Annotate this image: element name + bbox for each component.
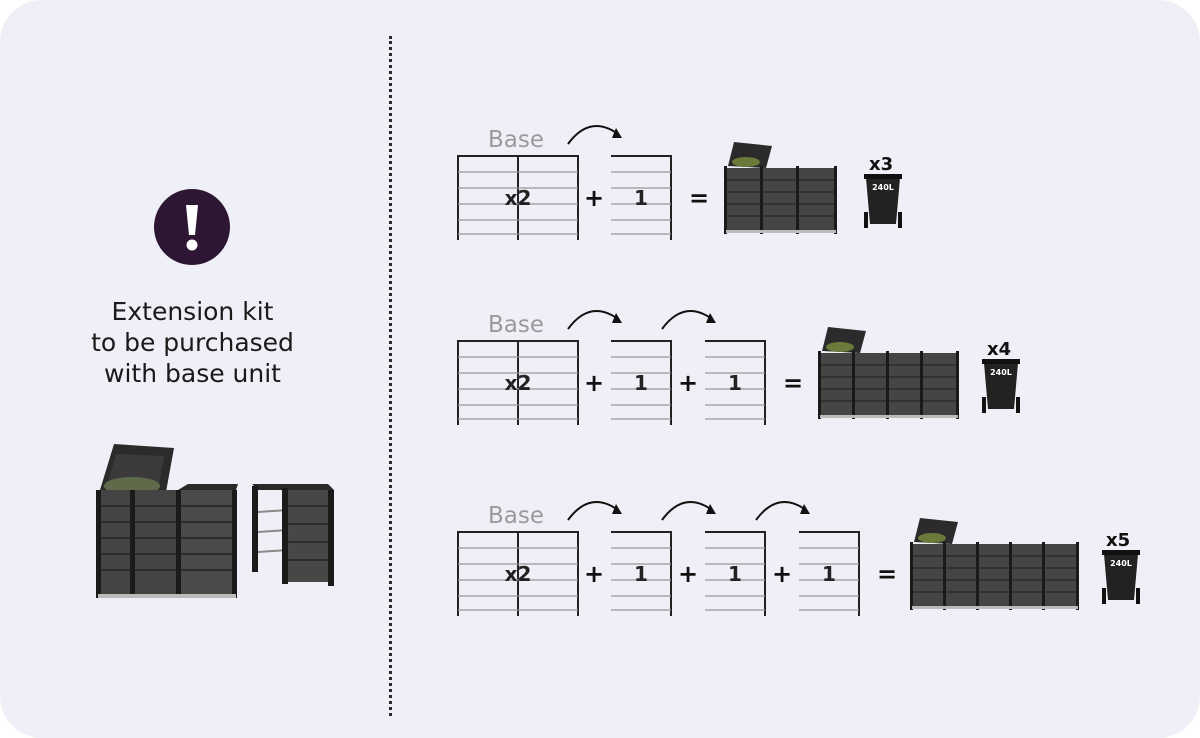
base-value: x2 <box>504 371 532 395</box>
extension-frame <box>252 484 334 586</box>
arrow-icon <box>755 501 807 521</box>
extension-frame-1 <box>611 531 672 616</box>
bin-capacity: 240L <box>1110 559 1132 568</box>
extension-value-1: 1 <box>634 562 648 586</box>
exclamation-icon <box>154 189 230 265</box>
configuration-row-2: Base x2 + 1 + 1 = x4 240L <box>440 305 1180 435</box>
base-value: x2 <box>504 186 532 210</box>
exclamation-glyph <box>186 205 198 251</box>
result-bin-store <box>910 518 1079 610</box>
plus-sign: + <box>772 560 793 588</box>
result-bin-store <box>818 327 959 419</box>
extension-value-2: 1 <box>728 562 742 586</box>
extension-frame-2 <box>705 340 766 425</box>
arrow-icon <box>661 310 713 330</box>
wheelie-bin-icon <box>864 174 902 228</box>
configuration-row-1: Base x2 + 1 = x3 240L <box>440 120 1180 250</box>
extension-value-3: 1 <box>822 562 836 586</box>
arrow-icon <box>567 501 619 521</box>
bin-count: x4 <box>987 339 1012 360</box>
plus-sign: + <box>678 560 699 588</box>
extension-frame-1 <box>611 155 672 240</box>
extension-value-1: 1 <box>634 186 648 210</box>
row-1-drawing <box>457 125 902 240</box>
base-label: Base <box>488 503 545 529</box>
result-bin-store <box>724 142 837 234</box>
base-frame <box>457 155 579 240</box>
double-bin-store <box>96 444 238 598</box>
base-label: Base <box>488 312 545 338</box>
plus-sign: + <box>584 184 605 212</box>
equals-sign: = <box>689 184 710 212</box>
base-frame <box>457 340 579 425</box>
arrow-icon <box>567 310 619 330</box>
plus-sign: + <box>678 369 699 397</box>
bin-capacity: 240L <box>872 183 894 192</box>
base-frame <box>457 531 579 616</box>
row-3-drawing <box>457 501 1140 616</box>
notice-line-3: with base unit <box>104 359 281 388</box>
plus-sign: + <box>584 560 605 588</box>
notice-line-2: to be purchased <box>91 328 294 357</box>
extension-frame-2 <box>705 531 766 616</box>
bin-capacity: 240L <box>990 368 1012 377</box>
base-unit-with-extension-illustration <box>96 444 334 598</box>
wheelie-bin-icon <box>1102 550 1140 604</box>
extension-frame-3 <box>799 531 860 616</box>
extension-value-1: 1 <box>634 371 648 395</box>
configuration-row-3: Base x2 + 1 + 1 + 1 = x5 240L <box>440 496 1180 626</box>
arrow-icon <box>661 501 713 521</box>
bin-count: x5 <box>1106 530 1131 551</box>
extension-frame-1 <box>611 340 672 425</box>
extension-kit-notice: Extension kit to be purchased with base … <box>40 296 345 389</box>
arrow-icon <box>567 125 619 145</box>
base-value: x2 <box>504 562 532 586</box>
dotted-divider <box>389 36 392 716</box>
base-label: Base <box>488 127 545 153</box>
row-2-drawing <box>457 310 1020 425</box>
extension-value-2: 1 <box>728 371 742 395</box>
bin-count: x3 <box>869 154 894 175</box>
equals-sign: = <box>877 560 898 588</box>
notice-line-1: Extension kit <box>111 297 274 326</box>
wheelie-bin-icon <box>982 359 1020 413</box>
plus-sign: + <box>584 369 605 397</box>
equals-sign: = <box>783 369 804 397</box>
